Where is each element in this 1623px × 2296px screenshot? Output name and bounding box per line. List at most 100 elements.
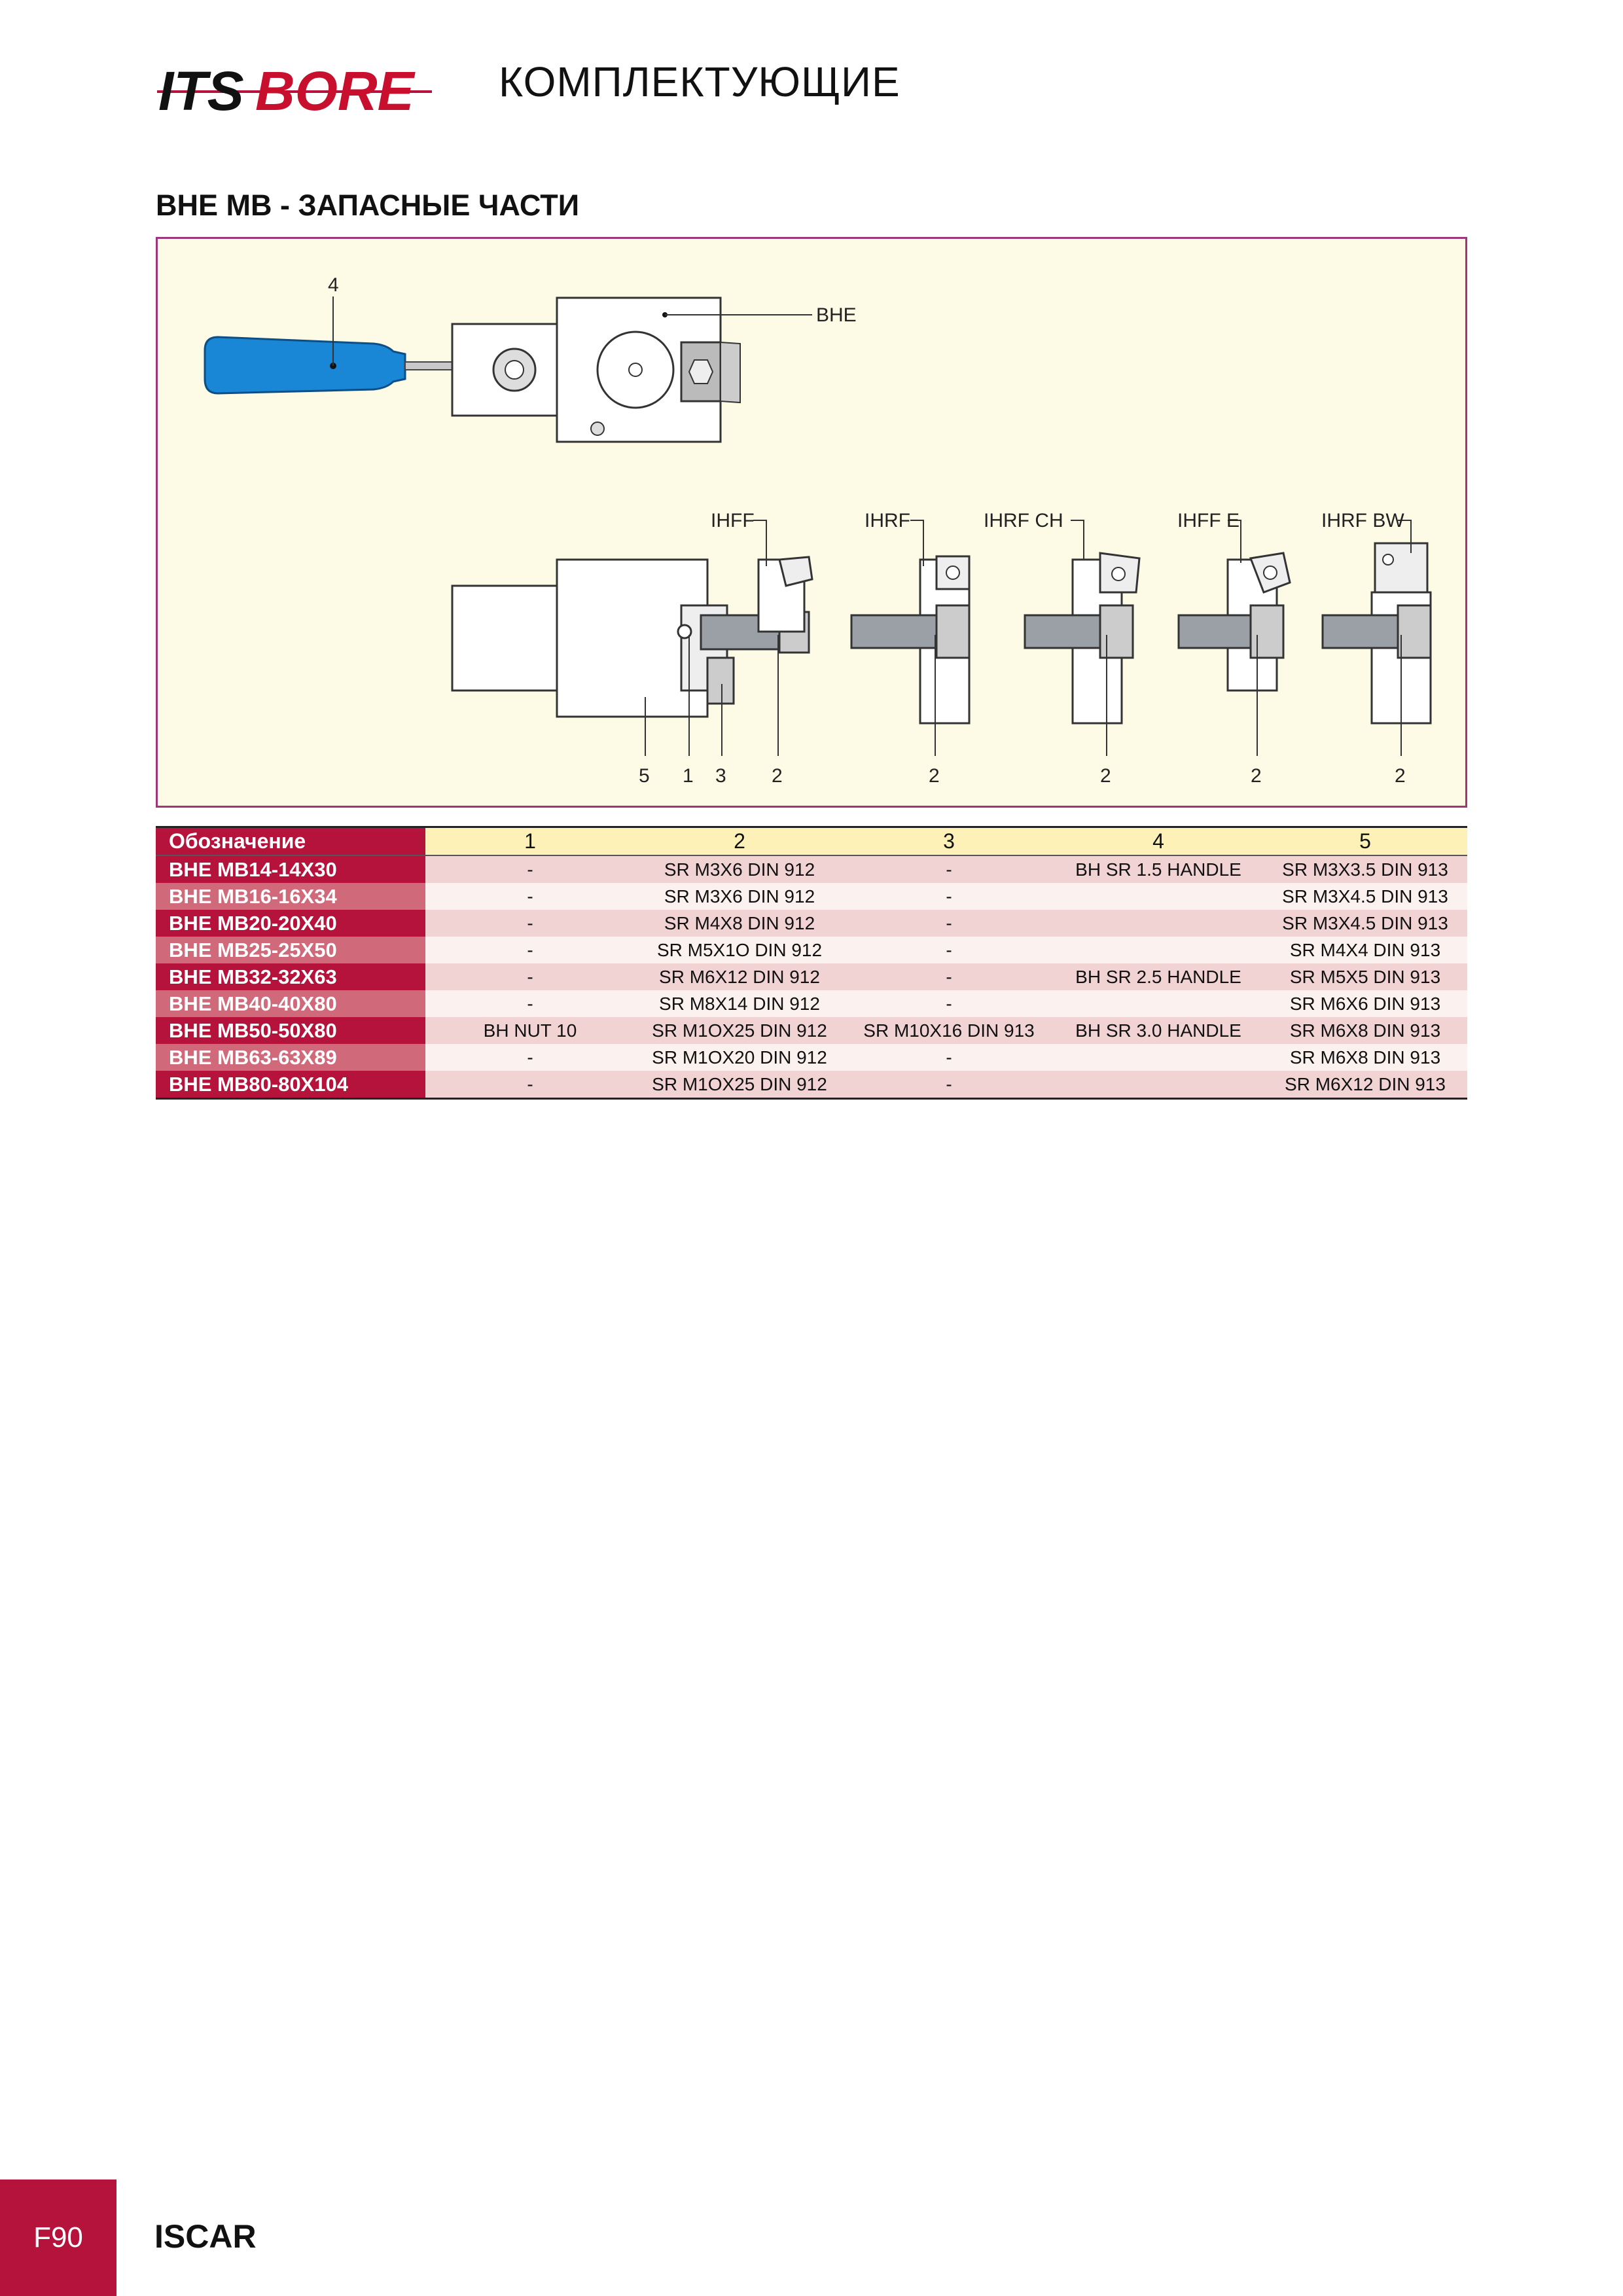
table-cell: [1054, 990, 1263, 1017]
table-cell: BH NUT 10: [425, 1017, 635, 1044]
column-header-4: 4: [1054, 826, 1263, 856]
column-header-3: 3: [844, 826, 1054, 856]
table-cell: SR M10X16 DIN 913: [844, 1017, 1054, 1044]
table-header-row: Обозначение 1 2 3 4 5: [156, 826, 1467, 856]
label-ihrf-bw: IHRF BW: [1321, 510, 1404, 531]
row-designation: BHE MB14-14X30: [156, 855, 425, 883]
table-cell: BH SR 3.0 HANDLE: [1054, 1017, 1263, 1044]
table-row: BHE MB32-32X63 - SR M6X12 DIN 912 - BH S…: [156, 963, 1467, 990]
page-number-tab: F90: [0, 2179, 116, 2296]
row-designation: BHE MB25-25X50: [156, 937, 425, 963]
label-part-2: 2: [1395, 765, 1406, 787]
column-header-2: 2: [635, 826, 844, 856]
label-part-2: 2: [1100, 765, 1111, 787]
label-screwdriver: 4: [328, 274, 339, 296]
label-part-2: 2: [929, 765, 940, 787]
table-cell: SR M5X1O DIN 912: [635, 937, 844, 963]
table-cell: SR M3X4.5 DIN 913: [1263, 883, 1467, 910]
column-header-designation: Обозначение: [156, 826, 425, 856]
column-header-5: 5: [1263, 826, 1467, 856]
label-ihrf-ch: IHRF CH: [984, 510, 1063, 531]
head-ihrf-bw-illustration: [1321, 542, 1432, 725]
table-cell: SR M6X12 DIN 913: [1263, 1071, 1467, 1100]
table-cell: -: [844, 855, 1054, 883]
head-ihrf-ch-illustration: [1024, 552, 1141, 725]
table-cell: -: [425, 990, 635, 1017]
row-designation: BHE MB20-20X40: [156, 910, 425, 937]
table-row: BHE MB80-80X104 - SR M1OX25 DIN 912 - SR…: [156, 1071, 1467, 1100]
row-designation: BHE MB16-16X34: [156, 883, 425, 910]
page-title: КОМПЛЕКТУЮЩИЕ: [499, 58, 901, 105]
spare-parts-diagram: 4 BHE IHFF IHRF IHRF CH IHFF E IHRF BW 5…: [156, 237, 1467, 808]
table-cell: SR M1OX25 DIN 912: [635, 1017, 844, 1044]
section-title: BHE MB - ЗАПАСНЫЕ ЧАСТИ: [156, 188, 580, 222]
head-ihff-e-illustration: [1177, 552, 1291, 692]
footer-brand: ISCAR: [154, 2218, 257, 2255]
row-designation: BHE MB80-80X104: [156, 1071, 425, 1100]
table-cell: [1054, 1044, 1263, 1071]
itsbore-logo: ITS BORE: [157, 60, 432, 119]
table-cell: -: [844, 963, 1054, 990]
table-cell: -: [844, 937, 1054, 963]
table-cell: SR M3X4.5 DIN 913: [1263, 910, 1467, 937]
row-designation: BHE MB40-40X80: [156, 990, 425, 1017]
table-cell: [1054, 883, 1263, 910]
table-cell: [1054, 937, 1263, 963]
table-cell: SR M3X6 DIN 912: [635, 883, 844, 910]
part-leader-lines: [645, 635, 1402, 756]
row-designation: BHE MB32-32X63: [156, 963, 425, 990]
table-cell: SR M6X6 DIN 913: [1263, 990, 1467, 1017]
table-row: BHE MB25-25X50 - SR M5X1O DIN 912 - SR M…: [156, 937, 1467, 963]
table-cell: -: [844, 883, 1054, 910]
label-part-2: 2: [1251, 765, 1262, 787]
logo-bore-text: BORE: [255, 60, 416, 119]
row-designation: BHE MB63-63X89: [156, 1044, 425, 1071]
table-cell: -: [425, 937, 635, 963]
table-cell: SR M6X8 DIN 913: [1263, 1044, 1467, 1071]
table-cell: SR M8X14 DIN 912: [635, 990, 844, 1017]
label-part-3: 3: [715, 765, 726, 787]
table-cell: -: [844, 1044, 1054, 1071]
head-ihrf-illustration: [850, 555, 971, 725]
table-cell: SR M3X3.5 DIN 913: [1263, 855, 1467, 883]
label-ihff: IHFF: [711, 510, 755, 531]
table-row: BHE MB20-20X40 - SR M4X8 DIN 912 - SR M3…: [156, 910, 1467, 937]
bhe-section-illustration: [451, 556, 813, 718]
label-bhe: BHE: [816, 304, 857, 326]
table-cell: -: [425, 1071, 635, 1100]
table-cell: -: [425, 910, 635, 937]
table-row: BHE MB50-50X80 BH NUT 10 SR M1OX25 DIN 9…: [156, 1017, 1467, 1044]
label-part-2: 2: [772, 765, 783, 787]
table-cell: SR M6X8 DIN 913: [1263, 1017, 1467, 1044]
table-row: BHE MB14-14X30 - SR M3X6 DIN 912 - BH SR…: [156, 855, 1467, 883]
table-cell: SR M3X6 DIN 912: [635, 855, 844, 883]
label-ihff-e: IHFF E: [1177, 510, 1240, 531]
table-cell: -: [425, 855, 635, 883]
table-cell: SR M4X4 DIN 913: [1263, 937, 1467, 963]
table-cell: SR M1OX25 DIN 912: [635, 1071, 844, 1100]
table-cell: -: [425, 883, 635, 910]
table-row: BHE MB16-16X34 - SR M3X6 DIN 912 - SR M3…: [156, 883, 1467, 910]
page-number: F90: [33, 2221, 83, 2253]
column-header-1: 1: [425, 826, 635, 856]
table-cell: [1054, 910, 1263, 937]
table-cell: SR M4X8 DIN 912: [635, 910, 844, 937]
spare-parts-table: Обозначение 1 2 3 4 5 BHE MB14-14X30 - S…: [156, 826, 1467, 1100]
table-row: BHE MB63-63X89 - SR M1OX20 DIN 912 - SR …: [156, 1044, 1467, 1071]
row-designation: BHE MB50-50X80: [156, 1017, 425, 1044]
table-cell: -: [844, 910, 1054, 937]
table-cell: BH SR 2.5 HANDLE: [1054, 963, 1263, 990]
label-ihrf: IHRF: [865, 510, 910, 531]
table-cell: BH SR 1.5 HANDLE: [1054, 855, 1263, 883]
table-cell: SR M1OX20 DIN 912: [635, 1044, 844, 1071]
table-cell: -: [844, 990, 1054, 1017]
logo-its-text: ITS: [158, 60, 244, 119]
table-cell: -: [425, 963, 635, 990]
label-part-1: 1: [683, 765, 694, 787]
table-cell: SR M5X5 DIN 913: [1263, 963, 1467, 990]
table-cell: [1054, 1071, 1263, 1100]
bhe-body-illustration: [451, 296, 812, 443]
label-part-5: 5: [639, 765, 650, 787]
diagram-drawing: 4 BHE IHFF IHRF IHRF CH IHFF E IHRF BW 5…: [204, 274, 1432, 787]
table-cell: SR M6X12 DIN 912: [635, 963, 844, 990]
